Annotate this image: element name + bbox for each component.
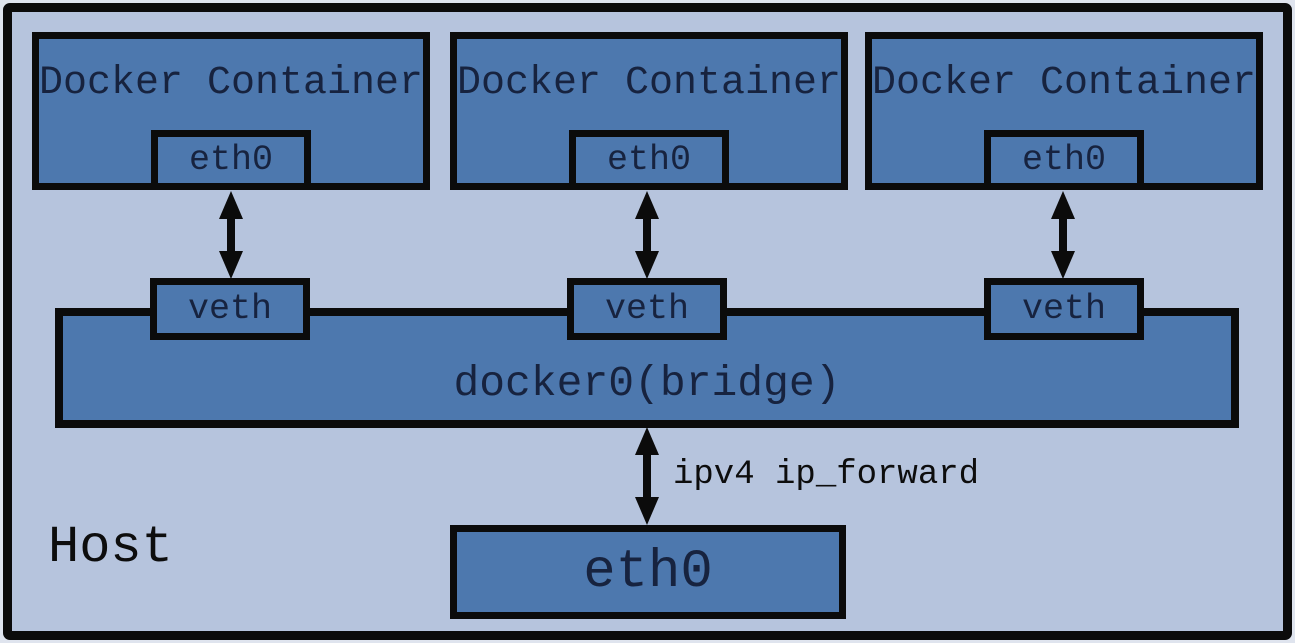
veth-1-box: veth <box>150 278 310 340</box>
docker-container-2: Docker Container eth0 <box>450 32 848 190</box>
docker-container-3: Docker Container eth0 <box>865 32 1263 190</box>
container-2-eth0-label: eth0 <box>606 140 691 180</box>
docker-container-1-label: Docker Container <box>38 61 424 106</box>
veth-2-box: veth <box>567 278 727 340</box>
double-arrow-bridge-hosteth0-icon <box>635 427 659 525</box>
host-eth0-box: eth0 <box>450 525 846 619</box>
veth-1-label: veth <box>187 289 272 329</box>
host-eth0-label: eth0 <box>583 541 713 603</box>
container-3-eth0-label: eth0 <box>1021 140 1106 180</box>
docker-container-1: Docker Container eth0 <box>32 32 430 190</box>
container-2-eth0-box: eth0 <box>569 130 729 190</box>
double-arrow-eth0-veth-2-icon <box>635 191 659 279</box>
veth-3-label: veth <box>1021 289 1106 329</box>
veth-2-label: veth <box>604 289 689 329</box>
container-1-eth0-label: eth0 <box>188 140 273 180</box>
docker-container-2-label: Docker Container <box>456 61 842 106</box>
veth-3-box: veth <box>984 278 1144 340</box>
docker0-bridge-label: docker0(bridge) <box>453 359 841 408</box>
docker-container-3-label: Docker Container <box>871 61 1257 106</box>
ip-forward-label: ipv4 ip_forward <box>673 456 980 494</box>
host-label: Host <box>48 518 173 577</box>
container-1-eth0-box: eth0 <box>151 130 311 190</box>
double-arrow-eth0-veth-3-icon <box>1051 191 1075 279</box>
double-arrow-eth0-veth-1-icon <box>219 191 243 279</box>
container-3-eth0-box: eth0 <box>984 130 1144 190</box>
